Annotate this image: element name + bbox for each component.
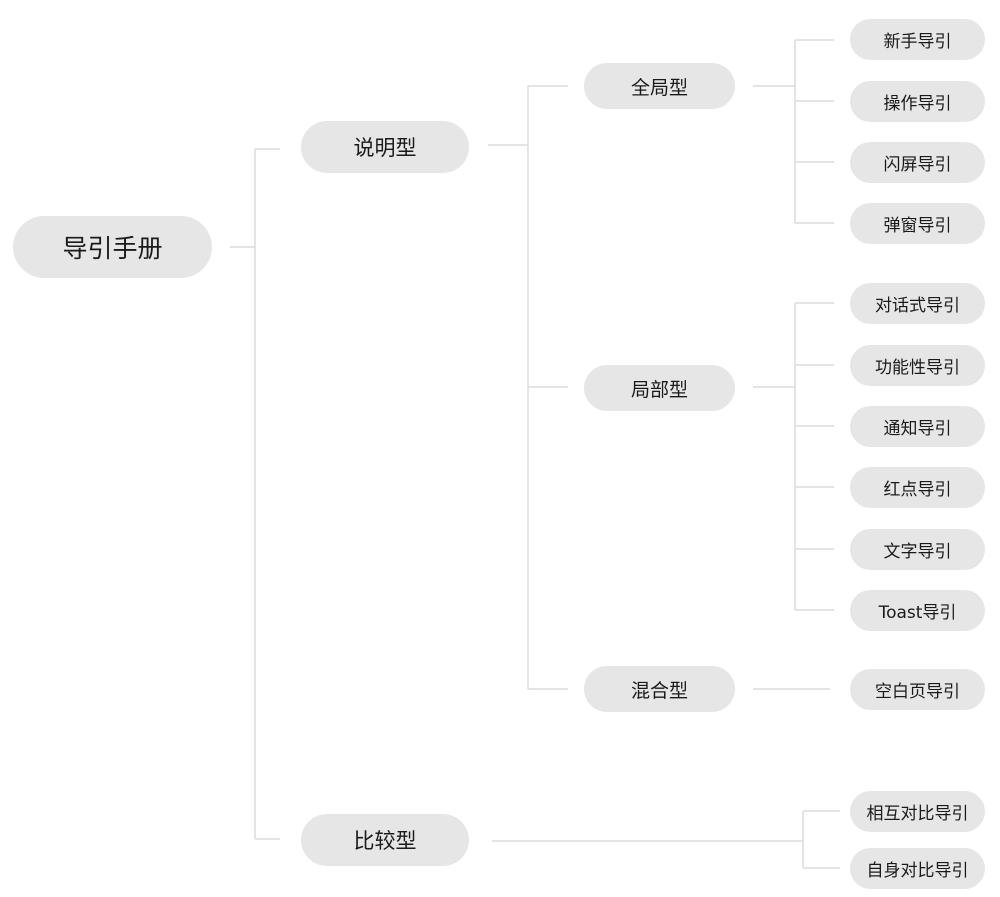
node-type-local: 局部型 xyxy=(584,365,735,411)
node-leaf: 文字导引 xyxy=(850,529,985,570)
node-type-mixed: 混合型 xyxy=(584,666,735,712)
node-category-explain: 说明型 xyxy=(301,121,469,173)
node-leaf: 操作导引 xyxy=(850,81,985,122)
node-leaf: 红点导引 xyxy=(850,467,985,508)
connector-compare-to-leaves xyxy=(492,810,840,869)
connector-global-to-leaves xyxy=(753,39,834,224)
node-leaf: 空白页导引 xyxy=(850,669,985,710)
node-leaf: 对话式导引 xyxy=(850,283,985,324)
node-leaf: 自身对比导引 xyxy=(850,848,985,889)
node-leaf: 新手导引 xyxy=(850,19,985,60)
node-root: 导引手册 xyxy=(13,216,212,278)
connector-local-to-leaves xyxy=(753,302,834,611)
node-leaf: Toast导引 xyxy=(850,590,985,631)
node-leaf: 通知导引 xyxy=(850,406,985,447)
node-category-compare: 比较型 xyxy=(301,814,469,866)
connector-root-to-categories xyxy=(230,148,280,840)
node-leaf: 相互对比导引 xyxy=(850,791,985,832)
node-leaf: 弹窗导引 xyxy=(850,203,985,244)
connector-explain-to-types xyxy=(488,85,568,690)
node-leaf: 功能性导引 xyxy=(850,345,985,386)
node-type-global: 全局型 xyxy=(584,63,735,109)
node-leaf: 闪屏导引 xyxy=(850,142,985,183)
